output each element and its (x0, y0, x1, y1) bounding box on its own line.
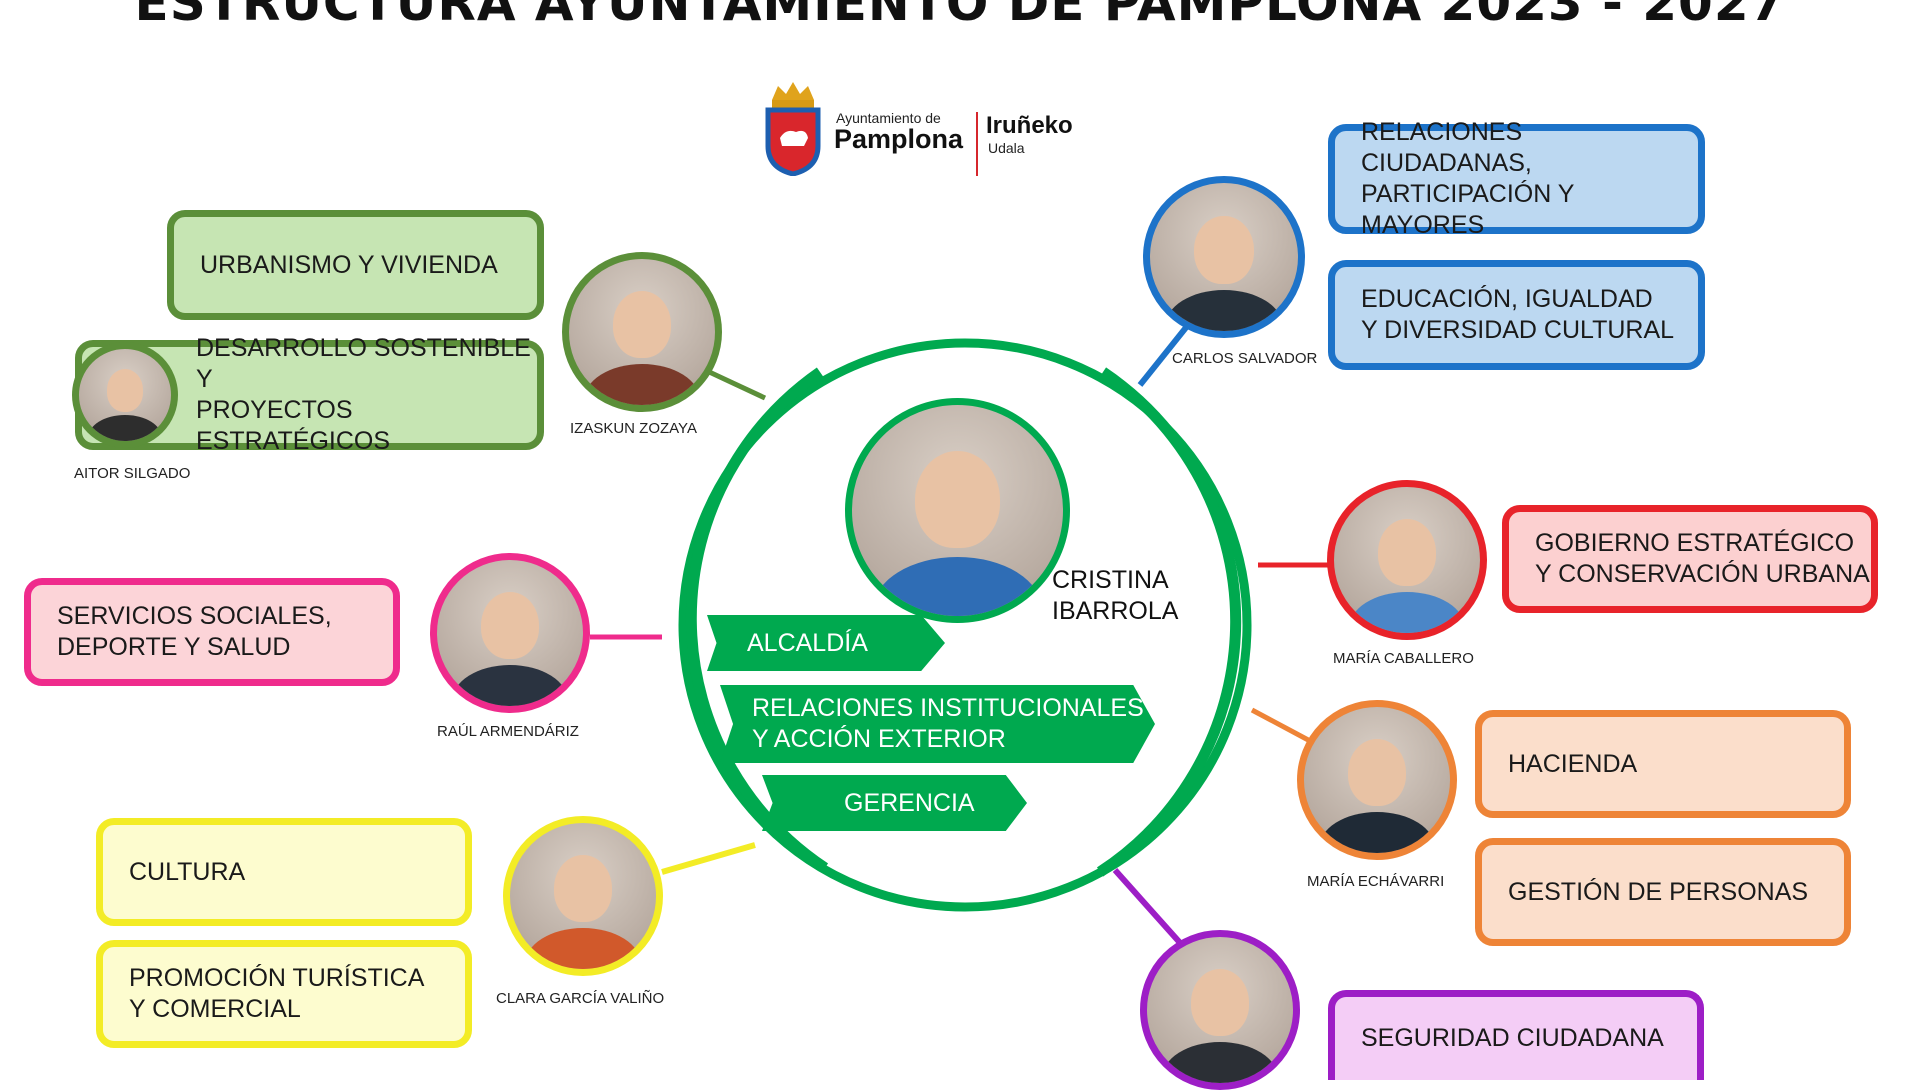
area-relaciones-ciudadanas: RELACIONES CIUDADANAS, PARTICIPACIÓN Y M… (1328, 118, 1705, 239)
photo-aitor-silgado (72, 342, 178, 448)
mayor-photo (845, 398, 1070, 623)
mayor-area-alcaldia: ALCALDÍA (707, 615, 945, 671)
area-educacion-igualdad: EDUCACIÓN, IGUALDAD Y DIVERSIDAD CULTURA… (1328, 260, 1705, 370)
link-seguridad (1112, 868, 1185, 947)
mayor-area-relaciones-institucionales: RELACIONES INSTITUCIONALES Y ACCIÓN EXTE… (720, 685, 1155, 763)
inner-ring (678, 338, 1252, 912)
photo-raul-armendariz (430, 553, 590, 713)
photo-carlos-salvador (1143, 176, 1305, 338)
photo-izaskun-zozaya (562, 252, 722, 412)
name-maria-echavarri: MARÍA ECHÁVARRI (1307, 873, 1445, 890)
link-maria-echavarri (1250, 707, 1314, 745)
logo-text-es-line2: Pamplona (834, 124, 964, 154)
mayor-area-gerencia: GERENCIA (762, 775, 1027, 831)
outer-arc-left (685, 367, 829, 873)
area-urbanismo-vivienda: URBANISMO Y VIVIENDA (167, 210, 544, 320)
area-gestion-personas: GESTIÓN DE PERSONAS (1475, 838, 1851, 946)
link-izaskun (703, 367, 767, 401)
name-clara-garcia-valino: CLARA GARCÍA VALIÑO (496, 990, 665, 1007)
ayuntamiento-logo: Ayuntamiento de Pamplona Iruñeko Udala (764, 80, 1094, 180)
area-seguridad-ciudadana: SEGURIDAD CIUDADANA (1328, 990, 1704, 1080)
name-raul-armendariz: RAÚL ARMENDÁRIZ (437, 723, 579, 740)
area-promocion-turistica: PROMOCIÓN TURÍSTICA Y COMERCIAL (96, 940, 472, 1048)
name-carlos-salvador: CARLOS SALVADOR (1172, 350, 1318, 367)
name-maria-caballero: MARÍA CABALLERO (1333, 650, 1474, 667)
link-clara (661, 842, 756, 875)
logo-text-es-line1: Ayuntamiento de (836, 110, 941, 126)
outer-arc-right (1096, 367, 1242, 877)
logo-text-eu-line2: Udala (988, 140, 1025, 156)
area-gobierno-estrategico: GOBIERNO ESTRATÉGICO Y CONSERVACIÓN URBA… (1502, 505, 1878, 613)
coat-of-arms-icon (765, 82, 821, 176)
mayor-name: CRISTINA IBARROLA (1052, 566, 1179, 625)
photo-maria-caballero (1327, 480, 1487, 640)
photo-seguridad-ciudadana-councillor (1140, 930, 1300, 1090)
logo-text-eu-line1: Iruñeko (986, 112, 1073, 139)
photo-clara-garcia-valino (503, 816, 663, 976)
link-carlos (1137, 323, 1191, 387)
name-izaskun-zozaya: IZASKUN ZOZAYA (570, 420, 697, 437)
photo-maria-echavarri (1297, 700, 1457, 860)
logo-separator (976, 112, 978, 176)
page-title: ESTRUCTURA AYUNTAMIENTO DE PAMPLONA 2023… (134, 0, 1786, 32)
area-hacienda: HACIENDA (1475, 710, 1851, 818)
area-cultura: CULTURA (96, 818, 472, 926)
name-aitor-silgado: AITOR SILGADO (74, 465, 191, 482)
area-servicios-sociales: SERVICIOS SOCIALES, DEPORTE Y SALUD (24, 578, 400, 686)
